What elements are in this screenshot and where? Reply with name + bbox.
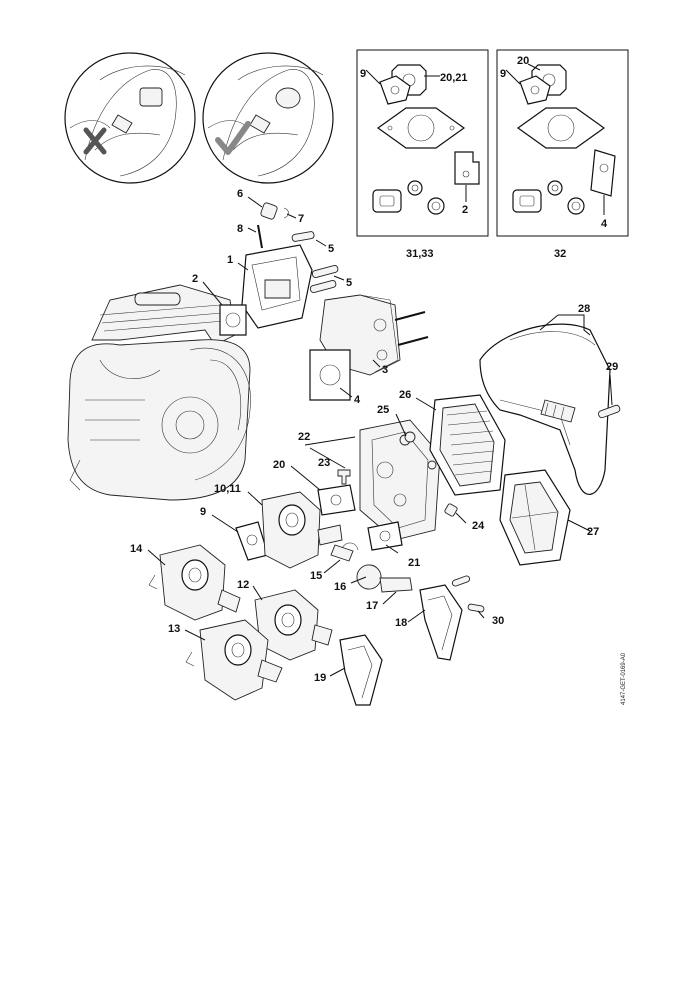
kit-a-label-9: 9 — [360, 68, 366, 80]
callout-26: 26 — [399, 389, 411, 401]
callout-labels: 6 7 8 5 5 1 2 3 4 22 23 25 26 20 10,11 9… — [130, 188, 618, 684]
callout-27: 27 — [587, 526, 599, 538]
callout-3: 3 — [382, 364, 388, 376]
callout-30: 30 — [492, 615, 504, 627]
callout-29: 29 — [606, 361, 618, 373]
callout-23: 23 — [318, 457, 330, 469]
callout-16: 16 — [334, 581, 346, 593]
callout-6: 6 — [237, 188, 243, 200]
callout-15: 15 — [310, 570, 322, 582]
callout-28: 28 — [578, 303, 590, 315]
carburetor-main — [235, 491, 413, 593]
callout-19: 19 — [314, 672, 326, 684]
carburetor-13 — [185, 619, 283, 701]
handle-19 — [339, 634, 383, 706]
document-code: 4147-GET-0169-A0 — [621, 652, 627, 705]
gasket-kit-b-box: 20 9 4 32 — [496, 49, 629, 260]
check-mark-icon — [215, 121, 251, 155]
callout-2: 2 — [192, 273, 198, 285]
callout-20: 20 — [273, 459, 285, 471]
kit-b-footer: 32 — [554, 248, 566, 260]
callout-10-11: 10,11 — [214, 483, 241, 495]
kit-a-footer: 31,33 — [406, 248, 434, 260]
callout-1: 1 — [227, 254, 233, 266]
callout-18: 18 — [395, 617, 407, 629]
intake-manifold-group — [219, 202, 339, 336]
callout-22: 22 — [298, 431, 310, 443]
callout-14: 14 — [130, 543, 143, 555]
callout-8: 8 — [237, 223, 243, 235]
callout-4: 4 — [354, 394, 361, 406]
carburetor-14 — [148, 544, 241, 621]
carburetor-12 — [254, 589, 333, 661]
kit-a-label-20-21: 20,21 — [440, 72, 468, 84]
handle-18 — [419, 575, 485, 661]
kit-b-label-9: 9 — [500, 68, 506, 80]
kit-a-label-2: 2 — [462, 204, 468, 216]
kit-b-label-20: 20 — [517, 55, 529, 67]
callout-13: 13 — [168, 623, 180, 635]
detail-circle-correct — [202, 52, 334, 184]
engine-block — [67, 284, 251, 501]
callout-12: 12 — [237, 579, 249, 591]
callout-5b: 5 — [346, 277, 352, 289]
callout-25: 25 — [377, 404, 389, 416]
callout-24: 24 — [472, 520, 485, 532]
callout-5a: 5 — [328, 243, 334, 255]
detail-circle-wrong — [64, 52, 196, 184]
callout-7: 7 — [298, 213, 304, 225]
leader-lines — [147, 196, 613, 677]
gasket-kit-a-box: 9 20,21 2 31,33 — [356, 49, 489, 260]
carb-adapter-group — [309, 294, 429, 401]
callout-21: 21 — [408, 557, 420, 569]
air-filter-group — [429, 323, 621, 566]
cross-mark-icon — [83, 127, 107, 155]
kit-b-label-4: 4 — [601, 218, 608, 230]
callout-9: 9 — [200, 506, 206, 518]
callout-17: 17 — [366, 600, 378, 612]
